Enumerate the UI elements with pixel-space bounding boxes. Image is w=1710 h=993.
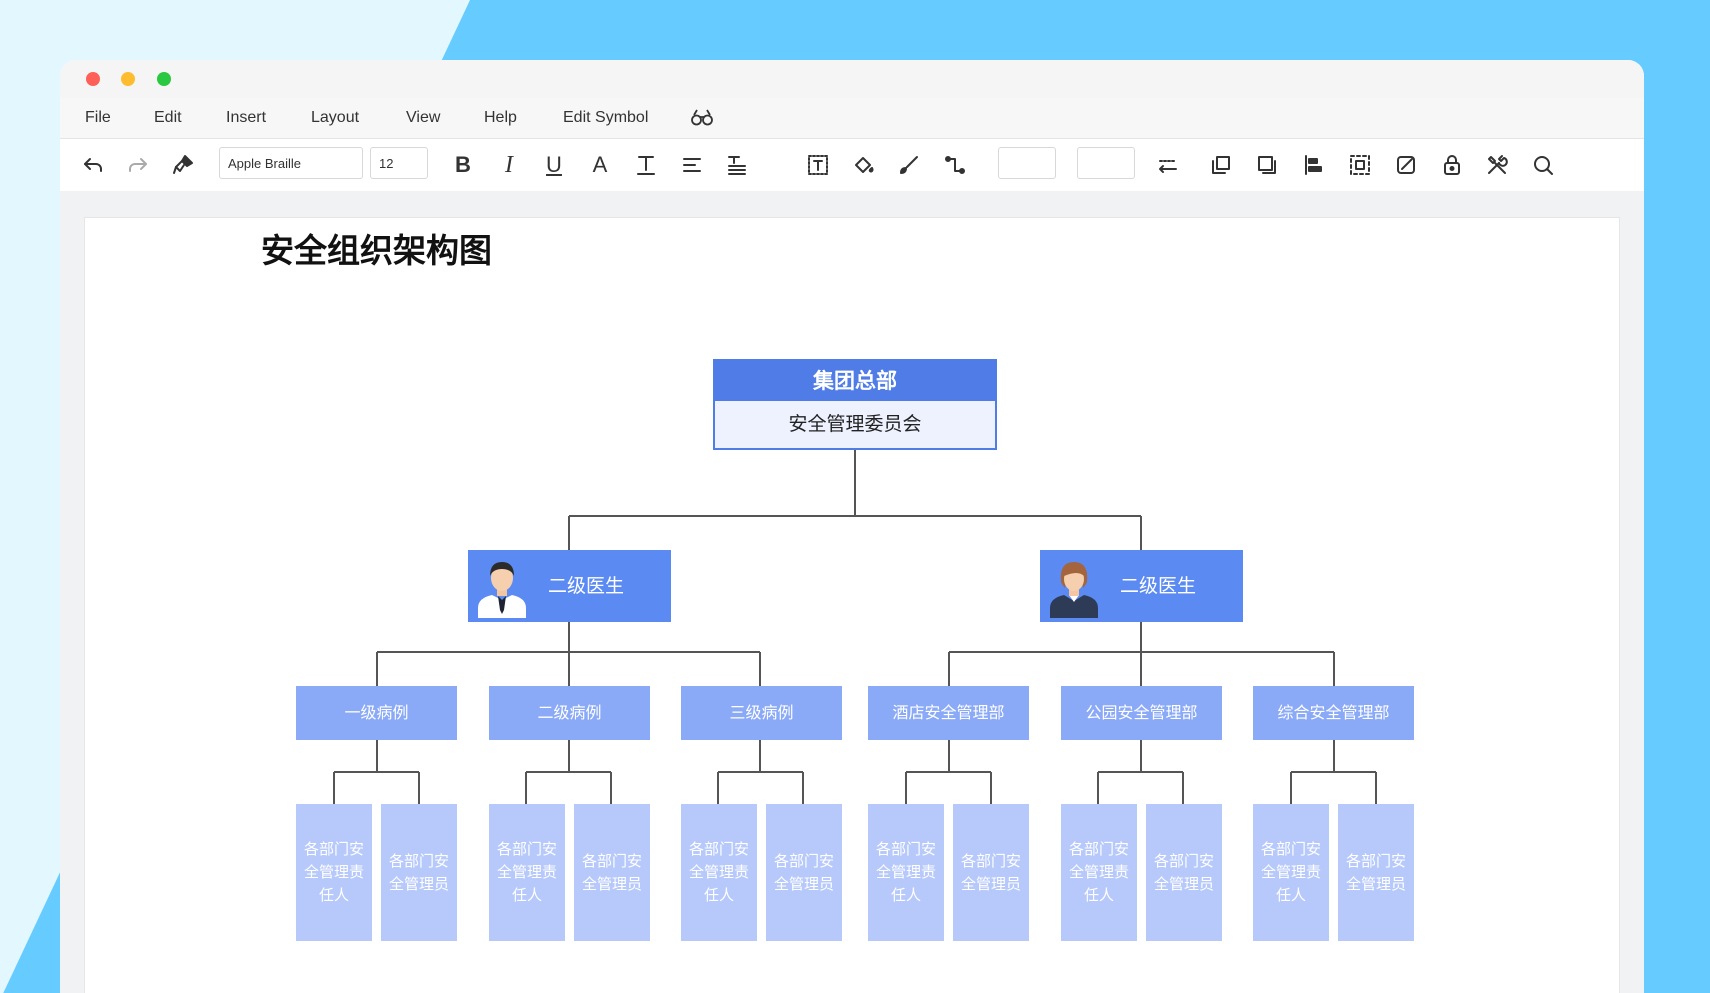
level3-node[interactable]: 综合安全管理部 [1253,686,1414,740]
shadow-icon[interactable] [1252,150,1282,180]
menu-edit[interactable]: Edit [154,109,182,126]
title-bar [60,60,1644,98]
format-painter-icon[interactable] [168,150,198,180]
level4-node[interactable]: 各部门安全管理员 [766,804,842,941]
menu-edit-symbol[interactable]: Edit Symbol [563,109,649,126]
female-doctor-icon [1050,562,1098,618]
level4-node[interactable]: 各部门安全管理员 [1338,804,1414,941]
tools-icon[interactable] [1482,150,1512,180]
level3-node[interactable]: 一级病例 [296,686,457,740]
line-color-swatch[interactable] [998,147,1056,179]
connector-icon[interactable] [940,150,970,180]
fill-bucket-icon[interactable] [849,150,879,180]
level4-node[interactable]: 各部门安全管理员 [381,804,457,941]
text-box-icon[interactable] [803,150,833,180]
brush-icon[interactable] [894,150,924,180]
line-spacing-icon[interactable] [722,150,752,180]
level3-node[interactable]: 公园安全管理部 [1061,686,1222,740]
root-node-title: 集团总部 [715,361,995,401]
level3-node[interactable]: 酒店安全管理部 [868,686,1029,740]
level2-node[interactable]: 二级医生 [468,550,671,622]
menu-file[interactable]: File [85,109,111,126]
level4-node[interactable]: 各部门安全管理责任人 [1061,804,1137,941]
level2-node-label: 二级医生 [1120,575,1197,597]
level4-node[interactable]: 各部门安全管理责任人 [489,804,565,941]
level4-node[interactable]: 各部门安全管理员 [1146,804,1222,941]
edit-shape-icon[interactable] [1391,150,1421,180]
toolbar: B I U A [60,139,1644,191]
align-left-icon[interactable] [677,150,707,180]
level3-node[interactable]: 二级病例 [489,686,650,740]
menu-view[interactable]: View [406,109,441,126]
line-width-swatch[interactable] [1077,147,1135,179]
group-icon[interactable] [1345,150,1375,180]
level2-node-label: 二级医生 [548,575,625,597]
align-objects-icon[interactable] [1299,150,1329,180]
level2-node[interactable]: 二级医生 [1040,550,1243,622]
level4-node[interactable]: 各部门安全管理员 [574,804,650,941]
level4-node[interactable]: 各部门安全管理责任人 [868,804,944,941]
underline-icon[interactable]: U [546,152,562,177]
menu-bar: File Edit Insert Layout View Help Edit S… [60,98,1644,139]
root-node-subtitle: 安全管理委员会 [715,401,995,448]
font-size-input[interactable] [370,147,428,179]
search-icon[interactable] [1528,150,1558,180]
menu-help[interactable]: Help [484,109,517,126]
undo-icon[interactable] [78,150,108,180]
redo-icon[interactable] [123,150,153,180]
menu-insert[interactable]: Insert [226,109,267,126]
root-node[interactable]: 集团总部 安全管理委员会 [713,359,997,450]
font-family-input[interactable] [219,147,363,179]
minimize-window-button[interactable] [121,72,135,86]
bold-icon[interactable]: B [455,152,471,177]
level3-node[interactable]: 三级病例 [681,686,842,740]
line-style-icon[interactable] [1153,150,1183,180]
lock-icon[interactable] [1437,150,1467,180]
close-window-button[interactable] [86,72,100,86]
level4-node[interactable]: 各部门安全管理责任人 [296,804,372,941]
italic-icon[interactable]: I [505,151,513,178]
text-style-icon[interactable] [631,150,661,180]
level4-node[interactable]: 各部门安全管理责任人 [1253,804,1329,941]
male-doctor-icon [478,562,526,618]
menu-layout[interactable]: Layout [311,109,360,126]
bring-front-icon[interactable] [1206,150,1236,180]
level4-node[interactable]: 各部门安全管理员 [953,804,1029,941]
zoom-window-button[interactable] [157,72,171,86]
binoculars-icon[interactable] [690,98,714,138]
font-color-icon[interactable]: A [592,152,608,177]
level4-node[interactable]: 各部门安全管理责任人 [681,804,757,941]
page-title[interactable]: 安全组织架构图 [261,231,492,270]
